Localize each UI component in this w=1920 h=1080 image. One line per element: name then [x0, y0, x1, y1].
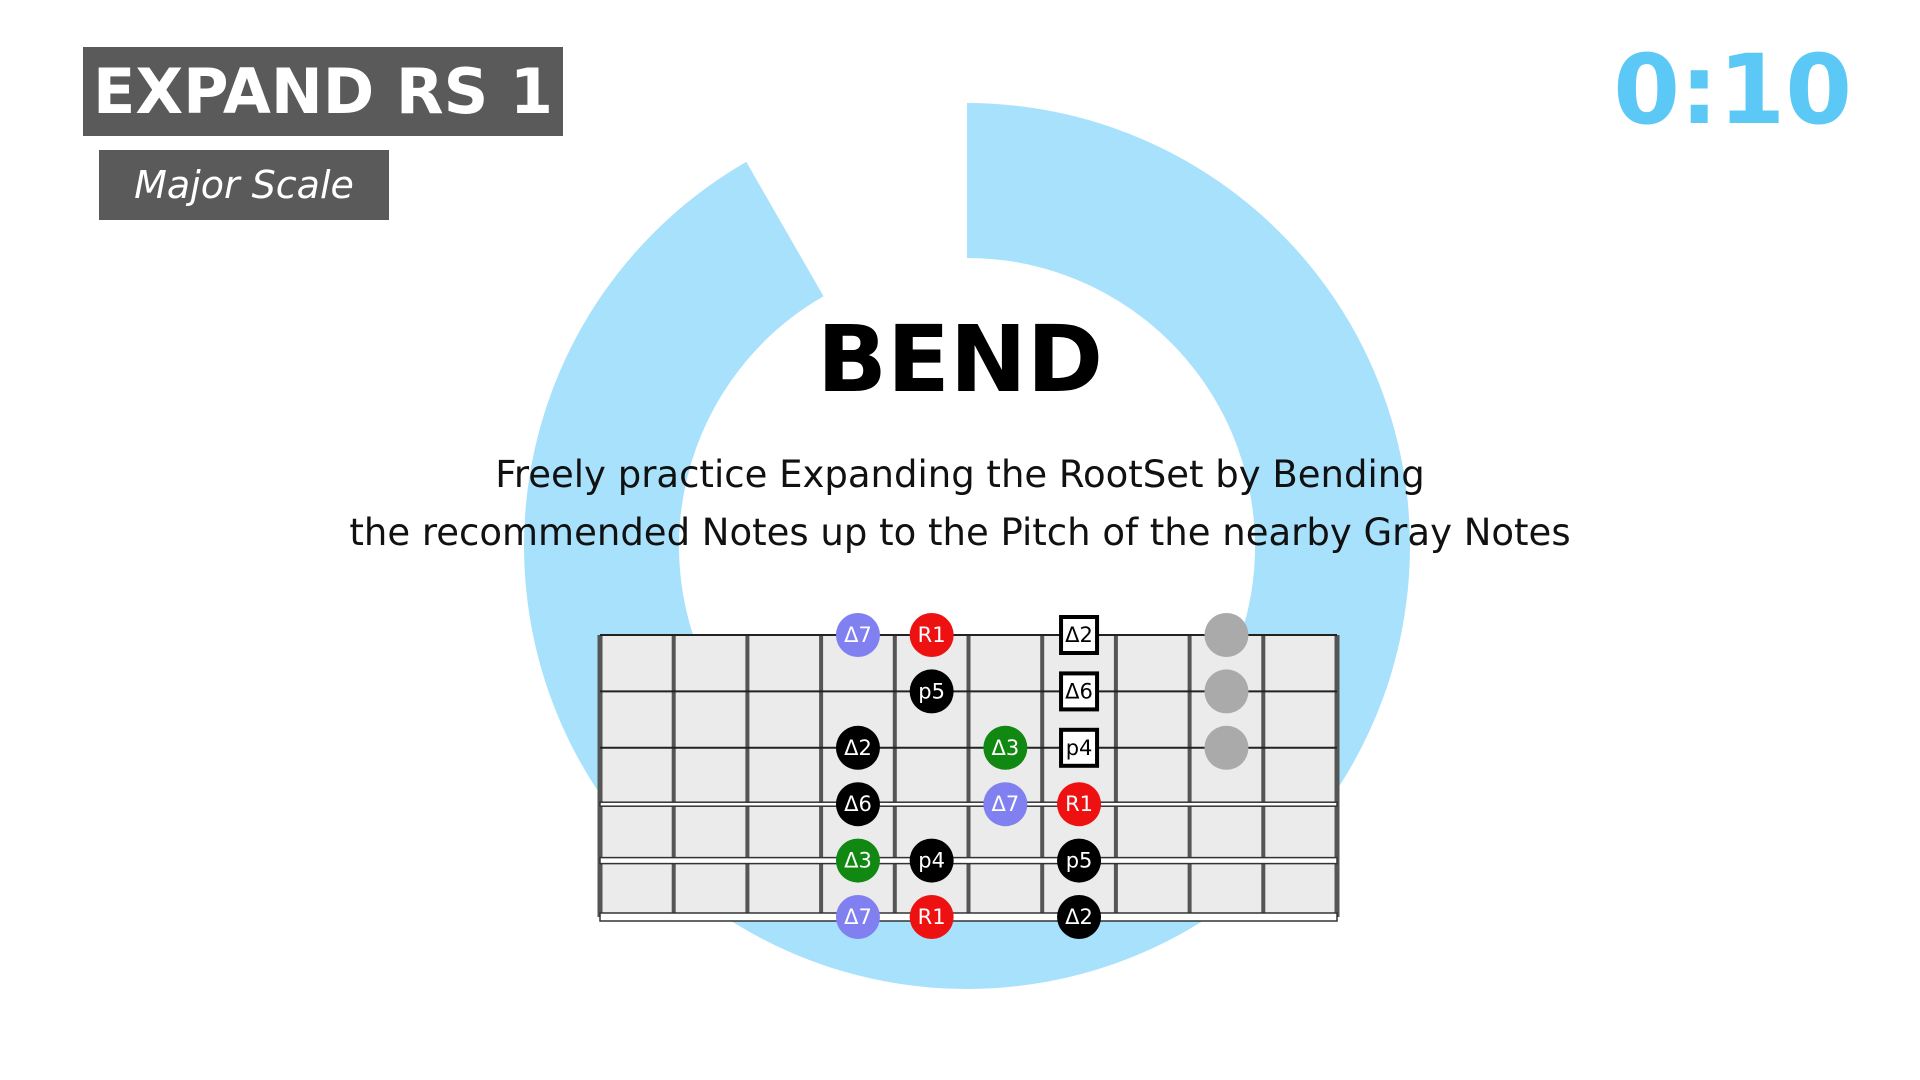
note-marker: R1 [909, 895, 954, 939]
gray-target-note [1204, 669, 1249, 714]
exercise-description-line1: Freely practice Expanding the RootSet by… [495, 453, 1425, 496]
note-label: Δ3 [991, 736, 1019, 760]
note-marker: Δ3 [835, 838, 880, 883]
note-label: R1 [918, 623, 946, 647]
note-dot [1204, 725, 1249, 770]
note-dot [835, 782, 880, 827]
note-marker: Δ2 [1059, 615, 1100, 655]
note-box [1059, 671, 1100, 712]
note-dot [1057, 782, 1102, 827]
note-marker: Δ2 [1057, 895, 1102, 939]
note-dot [835, 838, 880, 883]
note-dot [983, 725, 1028, 770]
note-label: Δ2 [1065, 623, 1093, 647]
note-dot [909, 838, 954, 883]
note-dot [909, 613, 954, 657]
note-marker: Δ7 [835, 895, 880, 939]
exercise-description-line2: the recommended Notes up to the Pitch of… [349, 511, 1571, 554]
string-line [599, 801, 1338, 807]
note-dot [983, 782, 1028, 827]
note-label: p4 [918, 849, 945, 873]
note-box [1059, 727, 1100, 768]
note-label: R1 [1065, 792, 1093, 816]
note-dot [835, 725, 880, 770]
note-label: p4 [1066, 736, 1093, 760]
note-label: Δ6 [844, 792, 872, 816]
gray-target-note [1204, 725, 1249, 770]
countdown-timer: 0:10 [1613, 34, 1852, 146]
note-marker: Δ7 [983, 782, 1028, 827]
note-marker: p4 [1059, 727, 1100, 768]
scale-subtitle: Major Scale [99, 150, 389, 220]
gray-target-note [1204, 613, 1249, 657]
note-label: Δ6 [1065, 679, 1093, 703]
note-dot [1204, 613, 1249, 657]
note-dot [1204, 669, 1249, 714]
note-label: Δ7 [844, 905, 872, 929]
note-marker: R1 [909, 613, 954, 657]
string-line [599, 856, 1338, 865]
note-marker: Δ3 [983, 725, 1028, 770]
note-dot [1057, 838, 1102, 883]
note-dot [1057, 895, 1102, 939]
note-label: p5 [1066, 849, 1093, 873]
note-box [1059, 615, 1100, 655]
note-marker: Δ7 [835, 613, 880, 657]
note-label: Δ7 [844, 623, 872, 647]
note-label: R1 [918, 905, 946, 929]
note-marker: Δ6 [1059, 671, 1100, 712]
string-line [599, 912, 1338, 922]
exercise-title: EXPAND RS 1 [83, 47, 563, 136]
note-marker: R1 [1057, 782, 1102, 827]
note-dot [835, 613, 880, 657]
note-marker: p4 [909, 838, 954, 883]
note-dot [909, 669, 954, 714]
note-label: Δ2 [1065, 905, 1093, 929]
note-marker: Δ6 [835, 782, 880, 827]
note-label: Δ7 [991, 792, 1019, 816]
exercise-heading: BEND [816, 306, 1104, 413]
note-marker: p5 [909, 669, 954, 714]
note-label: Δ3 [844, 849, 872, 873]
note-label: Δ2 [844, 736, 872, 760]
note-label: p5 [918, 679, 945, 703]
note-marker: p5 [1057, 838, 1102, 883]
note-marker: Δ2 [835, 725, 880, 770]
note-dot [909, 895, 954, 939]
note-dot [835, 895, 880, 939]
